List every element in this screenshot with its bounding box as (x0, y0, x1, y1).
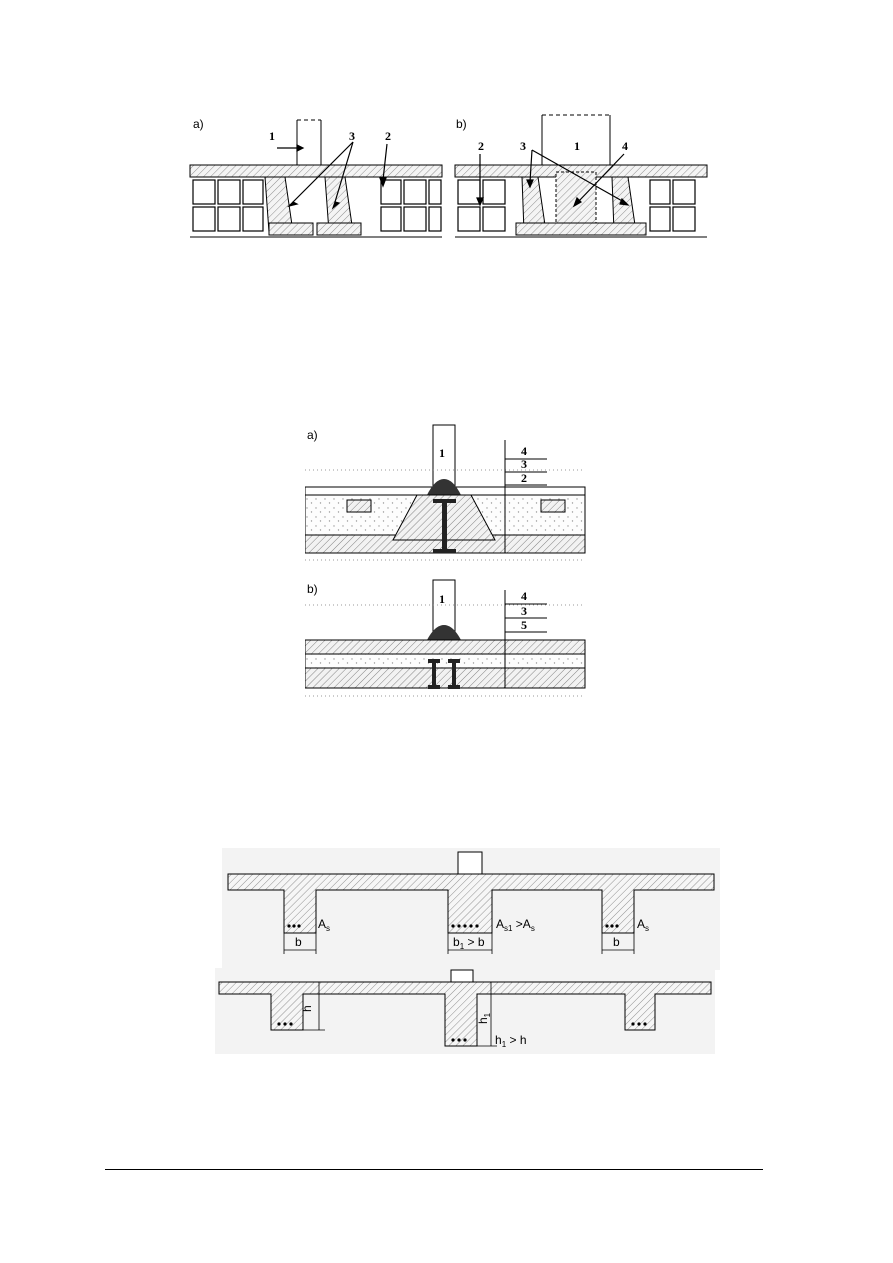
dim-h1: h1 (476, 1012, 492, 1024)
figure-1b: b) 2 3 1 4 (450, 110, 712, 245)
dim-b-right: b (613, 935, 620, 949)
panel-letter: b) (307, 582, 318, 596)
label-2: 2 (385, 129, 391, 143)
as-left: As (318, 917, 330, 933)
dim-b-left: b (295, 935, 302, 949)
label-1: 1 (574, 139, 580, 153)
label-4: 4 (521, 444, 527, 458)
label-3: 3 (349, 129, 355, 143)
figure-3-top-drawing: b As b1 > b As1 >As b As (222, 848, 720, 970)
figure-1b-drawing: b) 2 3 1 4 (454, 114, 708, 238)
footer-rule (105, 1169, 763, 1170)
figure-2b: b) 1 4 3 5 (304, 575, 590, 705)
panel-letter: b) (456, 117, 467, 131)
label-5: 5 (521, 618, 527, 632)
label-1: 1 (439, 446, 445, 460)
figure-3-top: b As b1 > b As1 >As b As (222, 848, 720, 970)
as-right: As (637, 917, 649, 933)
panel-letter: a) (307, 428, 318, 442)
label-2: 2 (478, 139, 484, 153)
figure-3-bottom: h h1 h1 > h (215, 968, 715, 1054)
label-4: 4 (622, 139, 628, 153)
figure-1: a) 1 3 2 (185, 110, 447, 245)
figure-2a-drawing: a) 1 4 3 2 (304, 424, 586, 561)
label-3: 3 (521, 604, 527, 618)
dim-h: h (300, 1005, 314, 1012)
figure-1a-drawing: a) 1 3 2 (189, 117, 443, 238)
label-3: 3 (521, 457, 527, 471)
figure-2a: a) 1 4 3 2 (304, 415, 590, 570)
panel-letter: a) (193, 117, 204, 131)
label-1: 1 (269, 129, 275, 143)
label-4: 4 (521, 589, 527, 603)
figure-2b-drawing: b) 1 4 3 5 (304, 579, 586, 697)
dim-b1-center: b1 > b (453, 935, 485, 951)
h1-relation: h1 > h (495, 1033, 527, 1049)
label-3: 3 (520, 139, 526, 153)
figure-3-bottom-drawing: h h1 h1 > h (215, 968, 715, 1054)
as1-center: As1 >As (496, 917, 535, 933)
label-2: 2 (521, 471, 527, 485)
label-1: 1 (439, 592, 445, 606)
